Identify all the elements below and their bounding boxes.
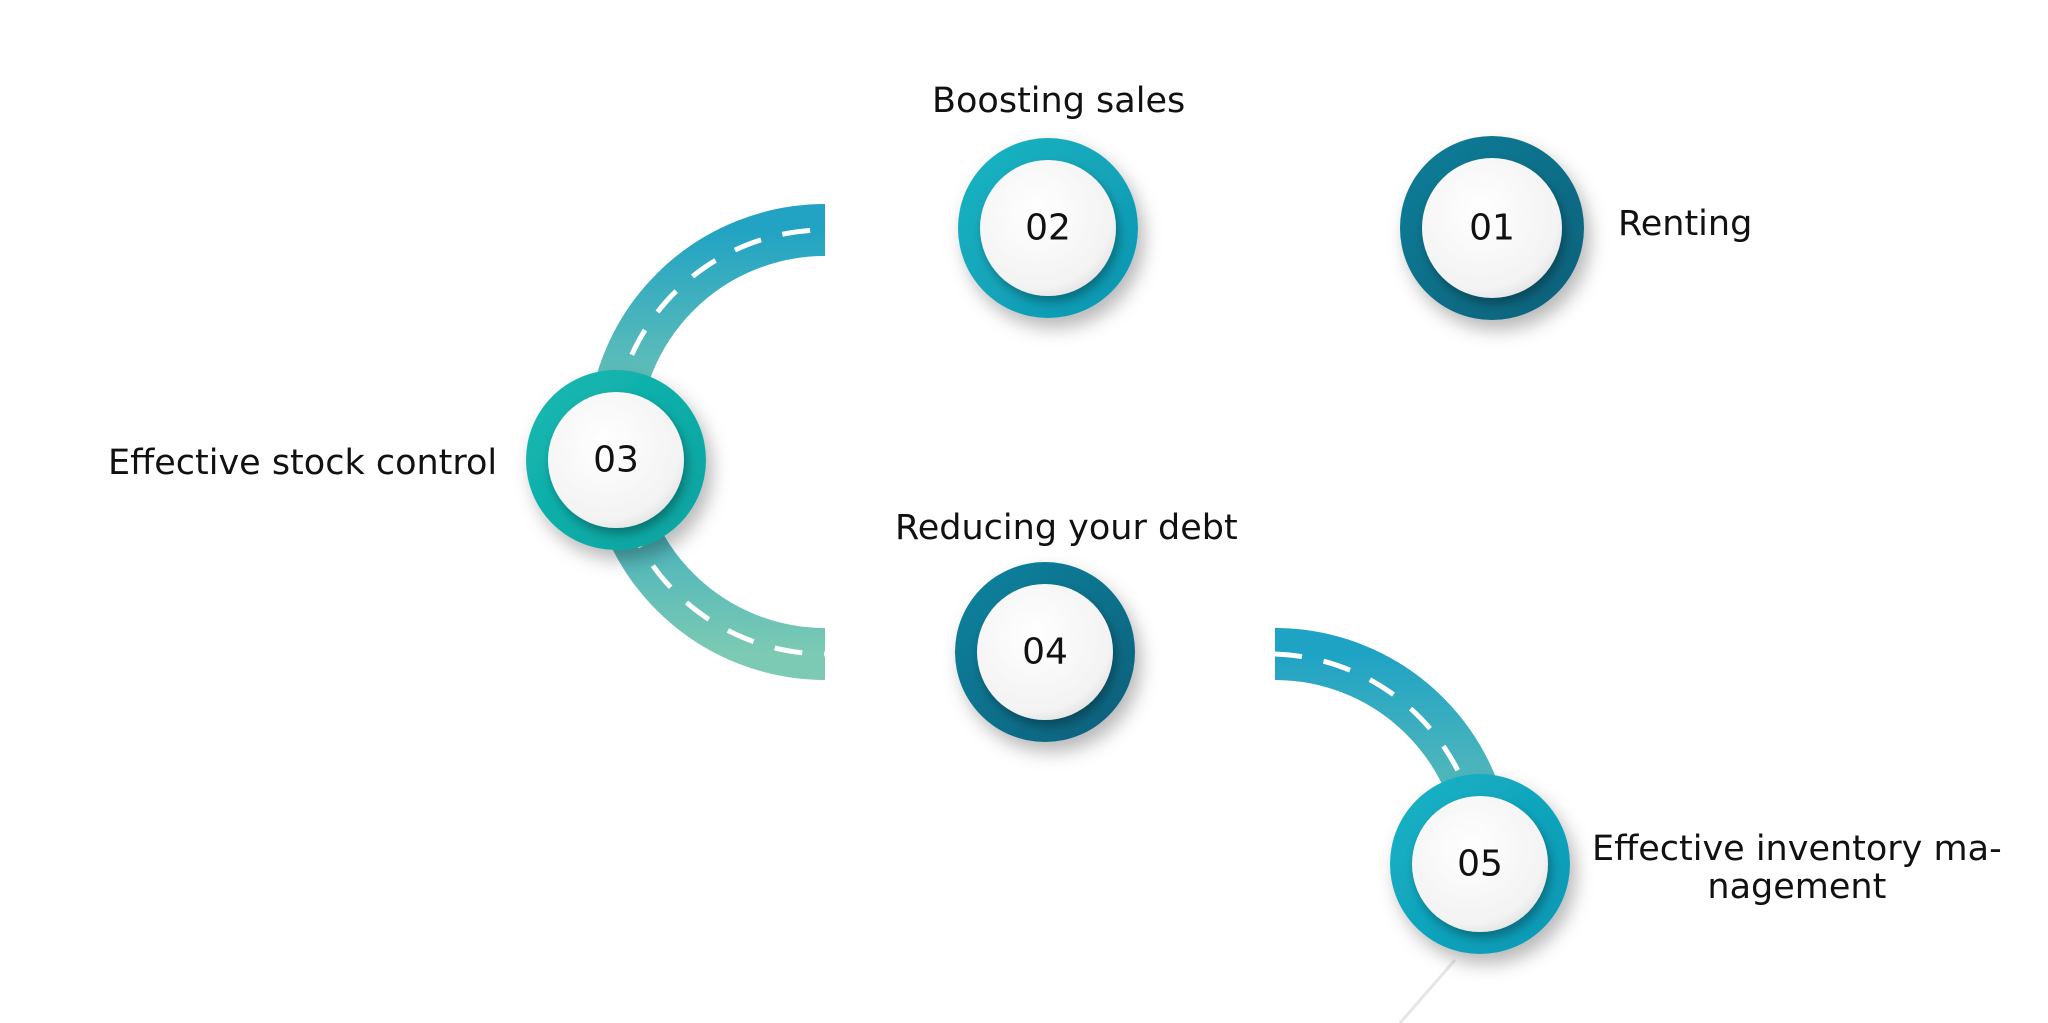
step-number-01: 01 bbox=[1469, 208, 1515, 249]
step-label-05: Effective inventory ma- nagement bbox=[1592, 829, 2002, 907]
step-inner-circle-04 bbox=[977, 584, 1113, 720]
step-node-02: 02 bbox=[958, 138, 1138, 318]
step-inner-circle-05 bbox=[1412, 796, 1548, 932]
step-number-04: 04 bbox=[1022, 632, 1068, 673]
road-center-dashes bbox=[610, 227, 1473, 801]
step-label-02: Boosting sales bbox=[932, 81, 1186, 121]
road-tail-line bbox=[1398, 959, 1457, 1023]
step-number-02: 02 bbox=[1025, 208, 1071, 249]
step-label-03: Effective stock control bbox=[108, 443, 498, 483]
step-node-05: 05 bbox=[1390, 774, 1570, 954]
step-inner-circle-02 bbox=[980, 160, 1116, 296]
step-label-01: Renting bbox=[1618, 204, 1753, 244]
step-label-04: Reducing your debt bbox=[895, 508, 1238, 548]
step-number-05: 05 bbox=[1457, 844, 1503, 885]
step-node-04: 04 bbox=[955, 562, 1135, 742]
step-inner-circle-01 bbox=[1422, 158, 1562, 298]
step-node-01: 01 bbox=[1400, 136, 1584, 320]
step-node-03: 03 bbox=[526, 370, 706, 550]
road bbox=[587, 204, 1513, 867]
step-nodes: 01 02 03 04 05 bbox=[526, 136, 1584, 954]
step-inner-circle-03 bbox=[548, 392, 684, 528]
step-number-03: 03 bbox=[593, 440, 639, 481]
